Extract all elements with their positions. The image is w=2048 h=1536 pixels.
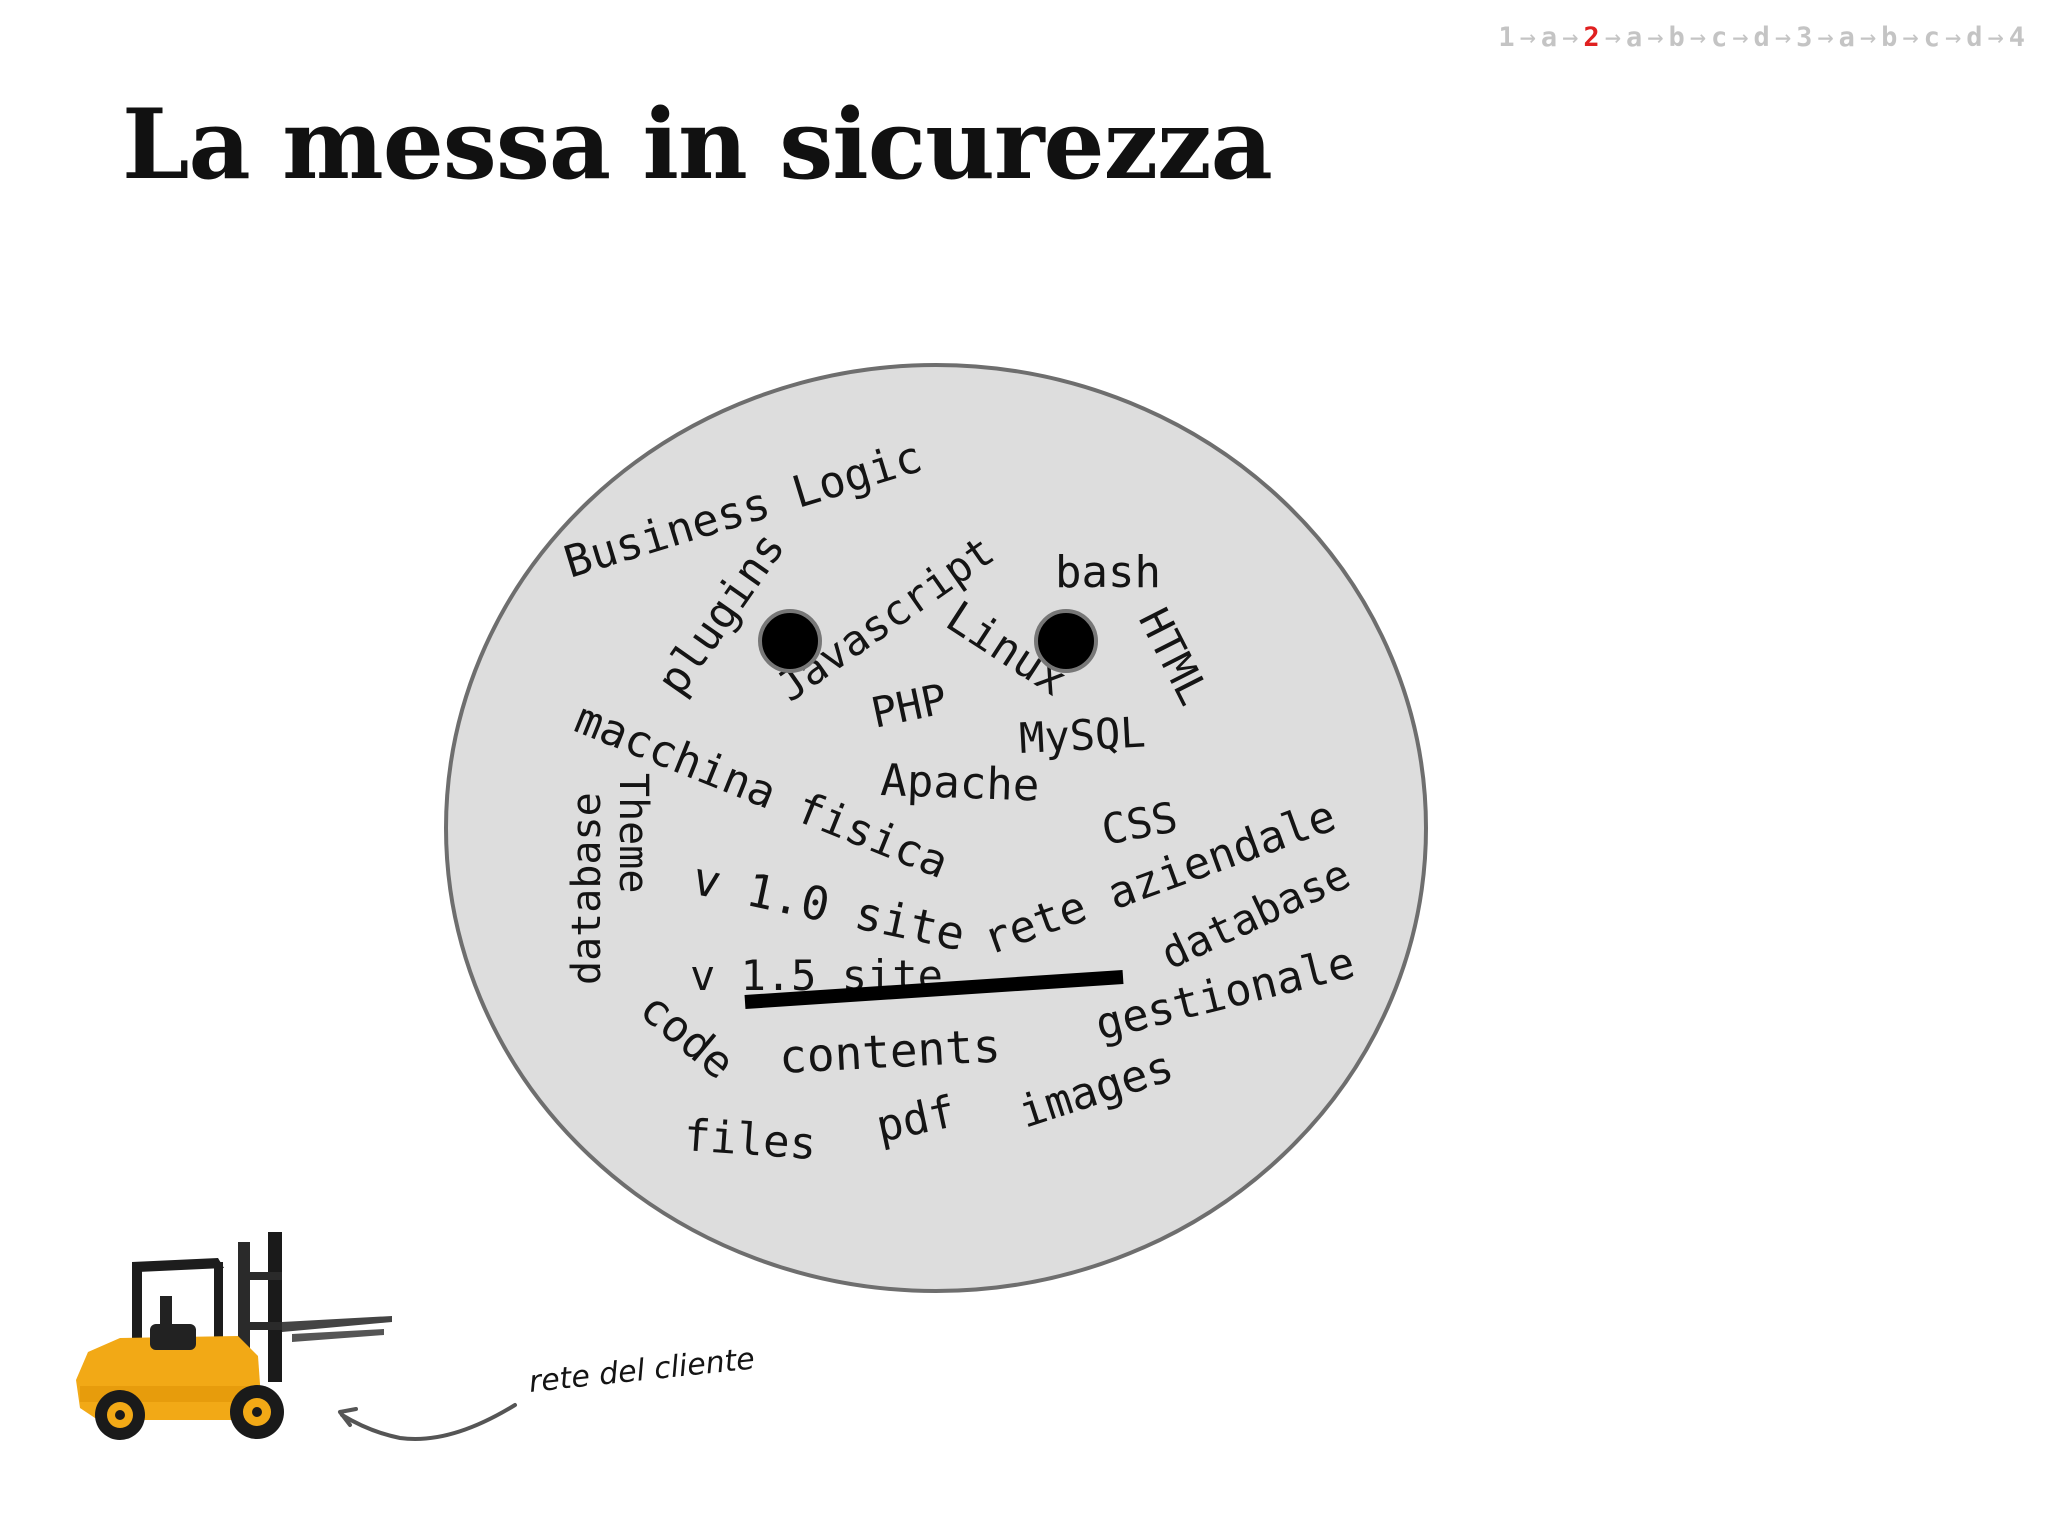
word-theme: Theme (610, 773, 656, 893)
breadcrumb-item[interactable]: d (1753, 22, 1771, 53)
breadcrumb-arrow-icon: → (1562, 22, 1580, 53)
breadcrumb-arrow-icon: → (1519, 22, 1537, 53)
breadcrumb-item[interactable]: 1 (1498, 22, 1516, 53)
breadcrumb-item[interactable]: 3 (1796, 22, 1814, 53)
breadcrumb-arrow-icon: → (1732, 22, 1750, 53)
breadcrumb-item[interactable]: b (1881, 22, 1899, 53)
breadcrumb-arrow-icon: → (1817, 22, 1835, 53)
breadcrumb-item[interactable]: 2 (1583, 22, 1601, 53)
curved-arrow-icon (338, 1403, 517, 1442)
word-cloud-circle (444, 363, 1428, 1293)
breadcrumb-item[interactable]: a (1540, 22, 1559, 53)
breadcrumb-item[interactable]: d (1966, 22, 1984, 53)
word-bash: bash (1055, 547, 1161, 598)
breadcrumb-item[interactable]: 4 (2008, 22, 2026, 53)
breadcrumb-item[interactable]: c (1711, 22, 1729, 53)
word-files: files (682, 1110, 818, 1170)
breadcrumb-arrow-icon: → (1902, 22, 1920, 53)
word-apache: Apache (880, 755, 1041, 812)
word-mysql: MySQL (1018, 707, 1147, 763)
breadcrumb-item[interactable]: b (1668, 22, 1686, 53)
breadcrumb-arrow-icon: → (1774, 22, 1793, 53)
breadcrumb-item[interactable]: a (1625, 22, 1644, 53)
breadcrumb-arrow-icon: → (1859, 22, 1878, 53)
breadcrumb-arrow-icon: → (1604, 22, 1622, 53)
forklift-caption: rete del cliente (527, 1341, 756, 1400)
breadcrumb-arrow-icon: → (1944, 22, 1963, 53)
word-database-left: database (564, 792, 610, 985)
breadcrumb-arrow-icon: → (1987, 22, 2005, 53)
eye-dot-icon (1034, 609, 1098, 673)
breadcrumb: 1→a→2→a→b→c→d→3→a→b→c→d→4 (1498, 22, 2026, 53)
page-title: La messa in sicurezza (122, 88, 1273, 201)
breadcrumb-item[interactable]: a (1838, 22, 1856, 53)
word-contents: contents (778, 1018, 1002, 1084)
forklift-icon (76, 1232, 392, 1440)
strike-bar-icon (744, 970, 1124, 1009)
breadcrumb-arrow-icon: → (1689, 22, 1708, 53)
breadcrumb-item[interactable]: c (1923, 22, 1941, 53)
eye-dot-icon (758, 609, 822, 673)
breadcrumb-arrow-icon: → (1647, 22, 1665, 53)
